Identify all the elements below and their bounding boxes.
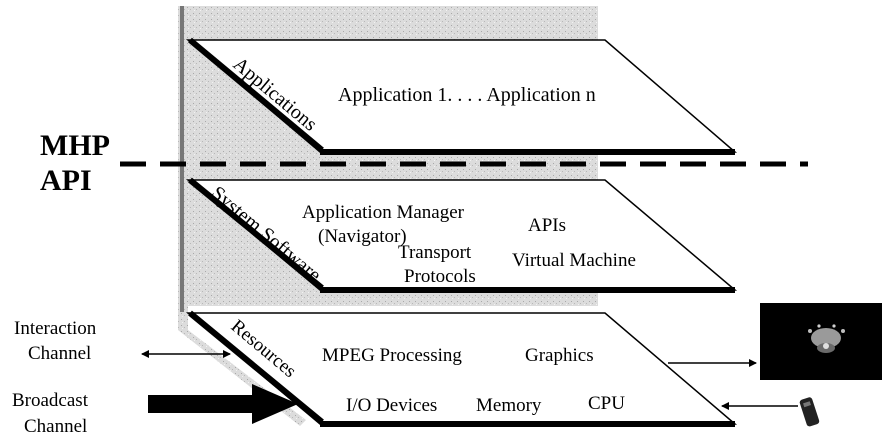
graphics-label: Graphics	[525, 345, 594, 366]
resources-layer: Resources MPEG Processing Graphics I/O D…	[185, 310, 738, 427]
broadcast-channel: Broadcast Channel	[12, 384, 298, 437]
mhp-label: MHP	[40, 129, 110, 162]
tv-screen-icon	[760, 303, 882, 380]
virtual-machine-label: Virtual Machine	[512, 250, 636, 271]
app-manager-label: Application Manager	[302, 202, 465, 223]
interaction-label: Interaction	[14, 318, 97, 339]
io-devices-label: I/O Devices	[346, 395, 437, 416]
mpeg-processing-label: MPEG Processing	[322, 345, 462, 366]
protocols-label: Protocols	[404, 266, 476, 287]
remote-input	[721, 397, 820, 427]
interaction-channel-label: Channel	[28, 343, 91, 364]
tv-output	[668, 303, 882, 380]
transport-label: Transport	[398, 242, 472, 263]
apis-label: APIs	[528, 215, 566, 236]
broadcast-channel-label: Channel	[24, 416, 87, 437]
remote-control-icon	[799, 397, 820, 427]
applications-layer: Applications Application 1. . . . Applic…	[185, 37, 738, 155]
memory-label: Memory	[476, 395, 542, 416]
cpu-label: CPU	[588, 393, 625, 414]
api-label: API	[40, 164, 92, 197]
broadcast-arrow	[148, 384, 298, 424]
broadcast-label: Broadcast	[12, 390, 89, 411]
system-software-layer: System Software Application Manager (Nav…	[185, 177, 738, 293]
navigator-label: (Navigator)	[318, 226, 407, 247]
applications-content: Application 1. . . . Application n	[338, 84, 596, 106]
interaction-channel: Interaction Channel	[14, 318, 231, 364]
